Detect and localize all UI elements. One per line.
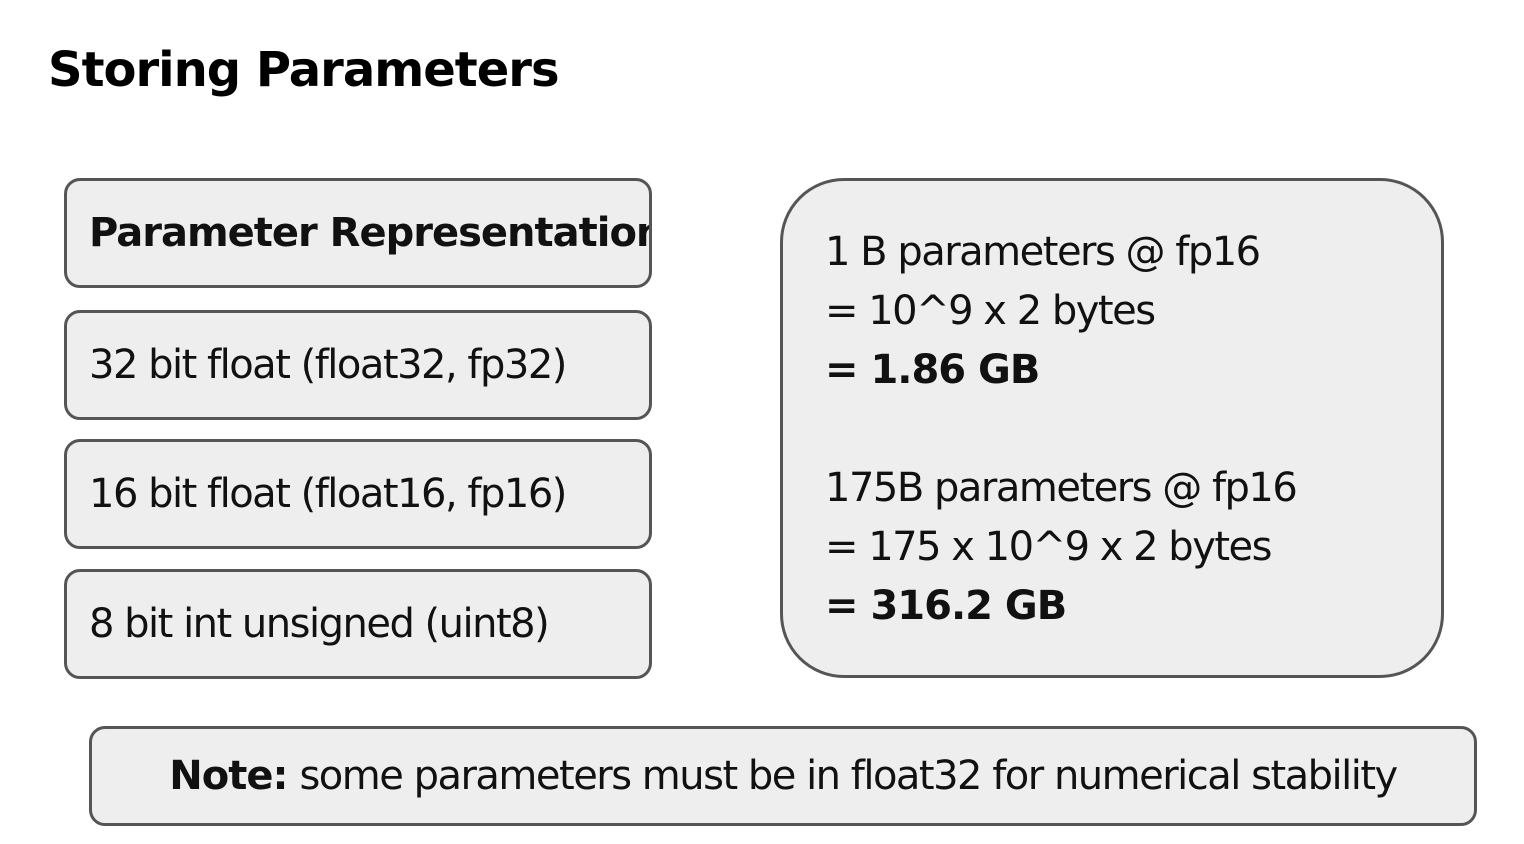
representation-header-label: Parameter Representation bbox=[89, 210, 652, 256]
representation-item-label: 8 bit int unsigned (uint8) bbox=[89, 601, 550, 647]
representation-item-label: 32 bit float (float32, fp32) bbox=[89, 342, 567, 388]
calc-175b-params-line: 175B parameters @ fp16 bbox=[825, 465, 1298, 511]
representation-header-box: Parameter Representation bbox=[64, 178, 652, 288]
note-box: Note: some parameters must be in float32… bbox=[89, 726, 1477, 826]
calc-175b-formula-line: = 175 x 10^9 x 2 bytes bbox=[825, 524, 1273, 570]
calc-1b-params-line: 1 B parameters @ fp16 bbox=[825, 229, 1261, 275]
calc-1b-formula-line: = 10^9 x 2 bytes bbox=[825, 288, 1156, 334]
note-text: some parameters must be in float32 for n… bbox=[299, 753, 1398, 799]
representation-item-fp16: 16 bit float (float16, fp16) bbox=[64, 439, 652, 549]
representation-item-uint8: 8 bit int unsigned (uint8) bbox=[64, 569, 652, 679]
calc-spacer bbox=[825, 400, 1441, 459]
calc-1b-result: = 1.86 GB bbox=[825, 347, 1040, 393]
note-label: Note: bbox=[169, 753, 288, 799]
slide-title: Storing Parameters bbox=[48, 42, 560, 98]
representation-item-fp32: 32 bit float (float32, fp32) bbox=[64, 310, 652, 420]
representation-item-label: 16 bit float (float16, fp16) bbox=[89, 471, 567, 517]
memory-calculation-box: 1 B parameters @ fp16 = 10^9 x 2 bytes =… bbox=[780, 178, 1444, 678]
calc-175b-result: = 316.2 GB bbox=[825, 583, 1067, 629]
